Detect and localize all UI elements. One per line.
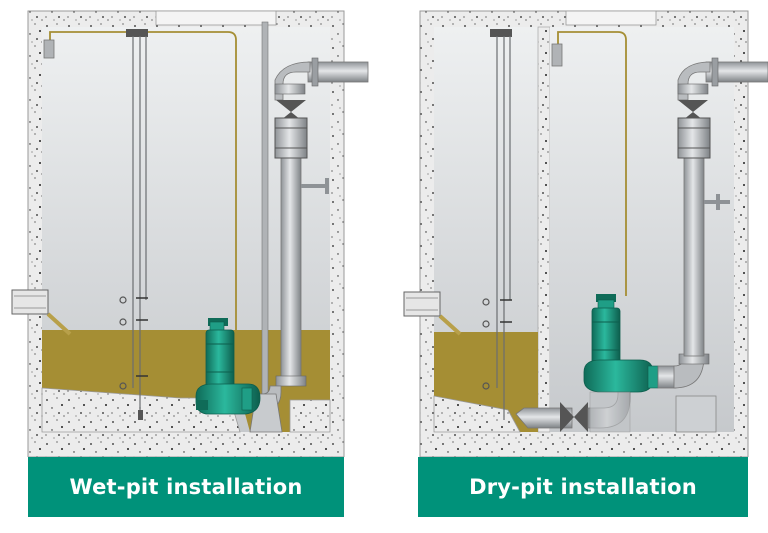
- dry-pit-cover-slab: [565, 10, 657, 26]
- check-valve-icon: [274, 117, 308, 159]
- check-valve-icon: [677, 117, 711, 159]
- wet-pit-caption: Wet-pit installation: [28, 457, 344, 517]
- wet-pit-benching-right: [289, 399, 331, 433]
- pump-icon: [195, 318, 261, 415]
- dry-pit-float-cables: [490, 29, 627, 420]
- inlet-pipe-icon: [11, 289, 72, 336]
- dry-pit-pipe-pedestal: [675, 395, 717, 433]
- wet-pit-cover-slab: [155, 10, 277, 26]
- dry-pit-panel: [403, 10, 768, 457]
- float-switch-icon: [482, 298, 512, 390]
- float-switch-icon: [119, 296, 148, 420]
- wet-pit-panel: [11, 10, 369, 457]
- gate-valve-icon: [560, 402, 588, 432]
- wet-pit-guide-rail: [261, 21, 269, 403]
- wet-pit-float-cables: [43, 29, 237, 420]
- dry-pit-dividing-wall: [537, 26, 551, 433]
- dry-pit-pump-pedestal: [589, 391, 631, 433]
- dry-pit-benching: [433, 395, 521, 433]
- dry-pit-wastewater: [434, 332, 538, 432]
- dry-pit-caption: Dry-pit installation: [418, 457, 748, 517]
- pump-station-diagram: [11, 10, 768, 457]
- inlet-pipe-icon: [403, 291, 462, 336]
- dry-pit-discharge-pipe: [657, 57, 768, 389]
